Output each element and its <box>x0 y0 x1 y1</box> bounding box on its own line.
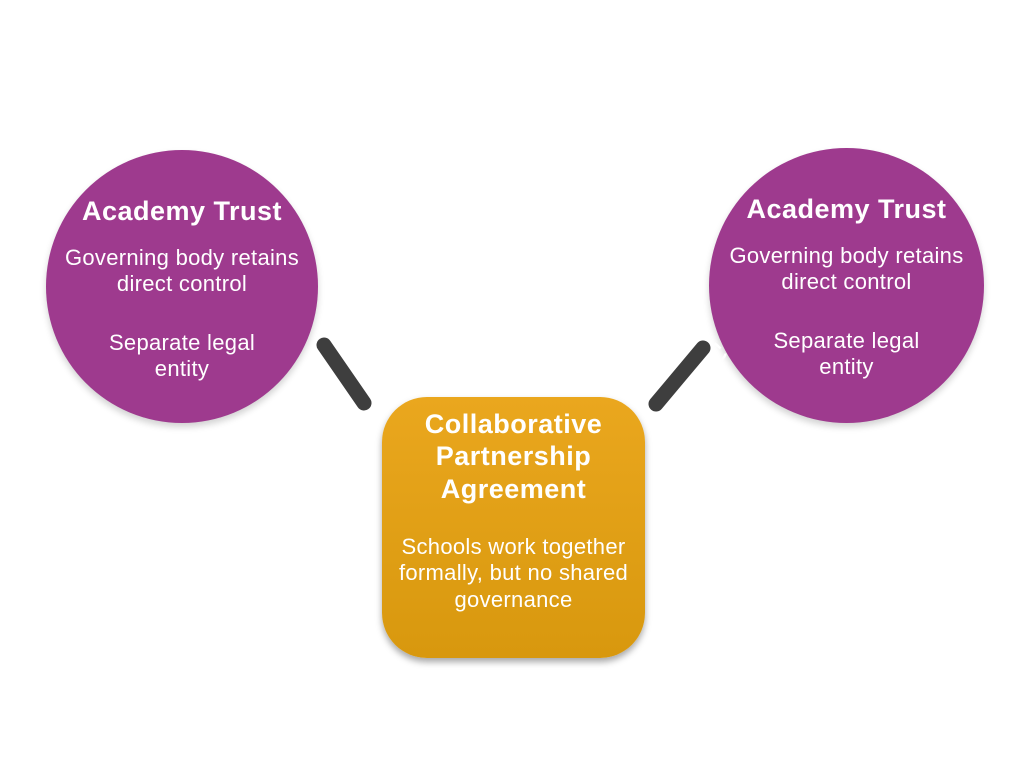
box-body: Schools work together formally, but no s… <box>398 534 629 612</box>
circle-paragraph-separate: Separate legal entity <box>108 330 256 382</box>
academy-trust-circle-right: Academy Trust Governing body retains dir… <box>709 148 984 423</box>
academy-trust-circle-left: Academy Trust Governing body retains dir… <box>46 150 318 423</box>
circle-title: Academy Trust <box>81 196 283 226</box>
right-connector-line <box>648 340 711 412</box>
circle-title: Academy Trust <box>746 194 947 224</box>
partnership-agreement-box: Collaborative Partnership Agreement Scho… <box>382 397 645 658</box>
circle-paragraph-governing: Governing body retains direct control <box>64 245 300 297</box>
box-title: Collaborative Partnership Agreement <box>424 409 603 504</box>
connector-selection-outline <box>629 324 727 426</box>
circle-paragraph-governing: Governing body retains direct control <box>729 243 964 295</box>
left-connector-line <box>316 337 372 411</box>
circle-paragraph-separate: Separate legal entity <box>773 328 920 380</box>
